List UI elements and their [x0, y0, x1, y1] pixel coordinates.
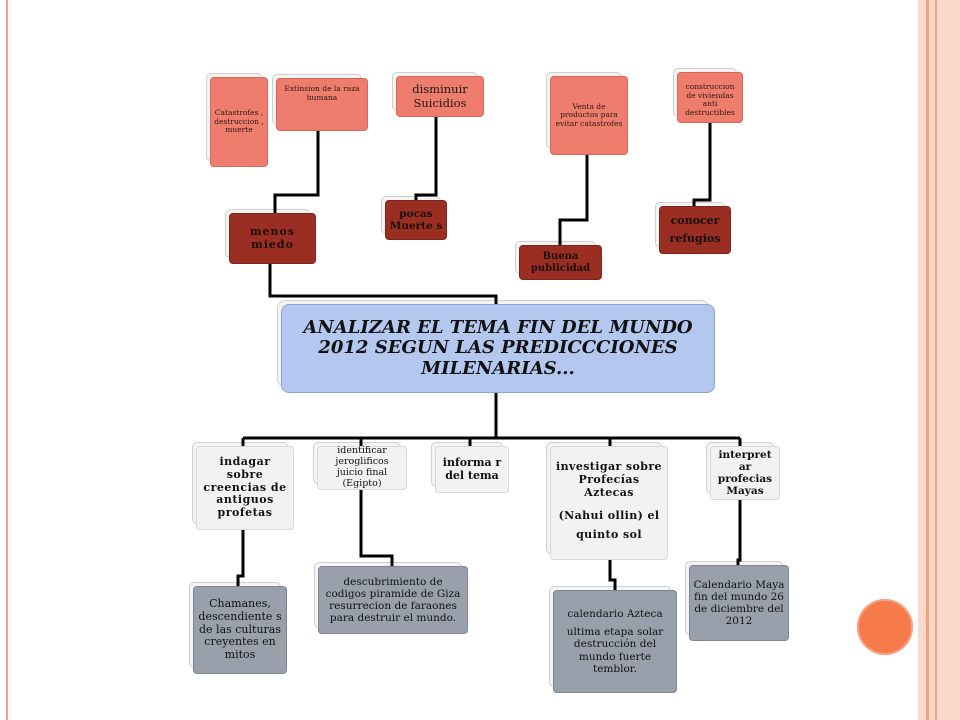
informar-node: informa r del tema [431, 442, 509, 493]
interpretar-label: interpret ar profecias Mayas [717, 448, 773, 498]
identificar-node: identificar jeroglificos juicio final (E… [313, 442, 407, 490]
calendario-maya-label: Calendario Maya fin del mundo 26 de dici… [693, 578, 785, 628]
calendario-azteca-title: calendario Azteca [567, 608, 663, 621]
central-topic: ANALIZAR EL TEMA FIN DEL MUNDO 2012 SEGU… [277, 300, 715, 393]
conocer-refugios-node: conocer refugios [655, 202, 731, 254]
construccion-viviendas-node: construccion de viviendas anti destructi… [673, 68, 743, 123]
disminuir-suicidios-label: disminuir Suicidios [412, 82, 468, 110]
pocas-muertes-label: pocas Muerte s [389, 207, 443, 232]
venta-productos-node: Venta de productos para evitar catastrof… [546, 72, 628, 155]
calendario-maya-node: Calendario Maya fin del mundo 26 de dici… [685, 561, 789, 641]
descubrimiento-label: descubrimiento de codigos piramide de Gi… [325, 575, 461, 625]
identificar-label: identificar jeroglificos juicio final (E… [335, 445, 389, 489]
catastrofes-label: Catastrofes , destruccion , muerte [214, 108, 264, 135]
pocas-muertes-node: pocas Muerte s [381, 196, 447, 240]
calendario-azteca-node: calendario Azteca ultima etapa solar des… [549, 586, 677, 693]
menos-miedo-label: menos miedo [249, 224, 296, 251]
menos-miedo-node: menos miedo [225, 209, 316, 264]
indagar-node: indagar sobre creencias de antiguos prof… [192, 442, 294, 530]
informar-label: informa r del tema [442, 455, 502, 482]
right-border-stripe-2 [935, 0, 937, 720]
right-border-stripe [926, 0, 929, 720]
investigar-title: investigar sobre Profecías Aztecas [556, 460, 662, 499]
chamanes-label: Chamanes, descendiente s de las culturas… [198, 597, 282, 661]
descubrimiento-node: descubrimiento de codigos piramide de Gi… [314, 562, 468, 634]
disminuir-suicidios-node: disminuir Suicidios [392, 72, 484, 117]
buena-publicidad-label: Buena publicidad [530, 251, 591, 274]
right-border-band [918, 0, 960, 720]
conocer-refugios-label: conocer refugios [669, 214, 721, 245]
catastrofes-node: Catastrofes , destruccion , muerte [206, 73, 268, 167]
calendario-azteca-body: ultima etapa solar destrucción del mundo… [566, 626, 664, 675]
chamanes-node: Chamanes, descendiente s de las culturas… [189, 582, 287, 674]
indagar-label: indagar sobre creencias de antiguos prof… [203, 455, 287, 519]
construccion-viviendas-label: construccion de viviendas anti destructi… [685, 82, 735, 117]
investigar-subtitle: (Nahui ollin) el quinto sol [558, 509, 660, 541]
investigar-node: investigar sobre Profecías Aztecas (Nahu… [546, 442, 668, 560]
interpretar-node: interpret ar profecias Mayas [706, 442, 780, 500]
left-border-line [6, 0, 8, 720]
accent-circle-icon [857, 599, 913, 655]
venta-productos-label: Venta de productos para evitar catastrof… [555, 101, 623, 128]
extinsion-label: Extinsion de la raza humana [284, 84, 360, 102]
extinsion-node: Extinsion de la raza humana [272, 74, 368, 131]
central-topic-label: ANALIZAR EL TEMA FIN DEL MUNDO 2012 SEGU… [303, 317, 693, 379]
buena-publicidad-node: Buena publicidad [515, 241, 602, 280]
